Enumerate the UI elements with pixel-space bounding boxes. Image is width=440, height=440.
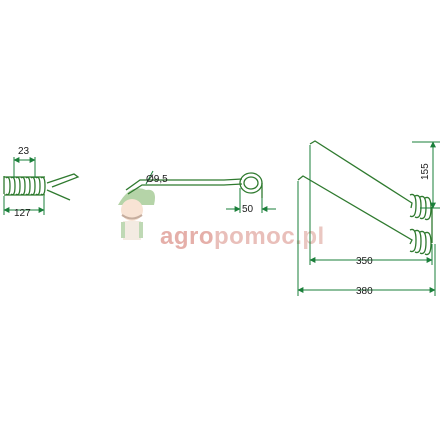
watermark: agropomoc.pl xyxy=(118,188,325,250)
coil-side-view xyxy=(3,173,80,201)
tine-side-view xyxy=(125,172,263,198)
coil-length-label: 127 xyxy=(14,208,31,219)
farmer-mascot-icon xyxy=(118,188,155,240)
wire-diameter-label: Ø9,5 xyxy=(146,174,168,185)
tine-height-label: 155 xyxy=(420,163,431,180)
dimension-tine-total-length: 380 xyxy=(297,181,436,297)
dimension-tine-inner-length: 350 xyxy=(309,145,433,267)
watermark-middle: pomoc xyxy=(214,223,295,250)
svg-text:agropomoc.pl: agropomoc.pl xyxy=(160,223,325,250)
eye-offset-label: 50 xyxy=(242,204,254,215)
coil-width-label: 23 xyxy=(18,146,30,157)
dimension-coil-width: 23 xyxy=(13,146,36,178)
dimension-wire-diameter: Ø9,5 xyxy=(145,170,168,185)
tine-total-length-label: 380 xyxy=(356,286,373,297)
watermark-prefix: agro xyxy=(160,223,214,250)
dimension-eye-offset: 50 xyxy=(226,188,276,215)
dimension-tine-height: 155 xyxy=(412,141,440,209)
tine-front-view xyxy=(297,140,433,256)
tine-inner-length-label: 350 xyxy=(356,256,373,267)
dimension-coil-length: 127 xyxy=(3,196,45,219)
